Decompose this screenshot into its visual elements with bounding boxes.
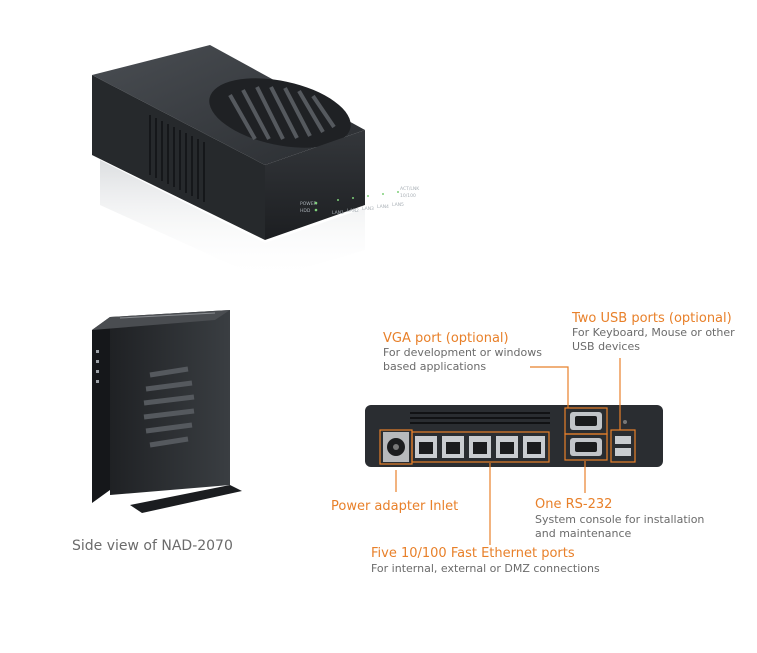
led-label-power: POWER	[300, 201, 317, 207]
led-label-act: ACT/LNK	[400, 186, 420, 192]
led-label-speed: 10/100	[400, 193, 416, 199]
device-side-image	[92, 310, 242, 513]
ethernet-callout-desc: For internal, external or DMZ connection…	[371, 562, 600, 575]
rs232-callout-title: One RS-232	[535, 497, 613, 512]
power-callout-title: Power adapter Inlet	[331, 499, 459, 514]
vga-callout-desc: For development or windows based applica…	[383, 346, 542, 373]
led-label-lan4: LAN4	[377, 204, 389, 210]
side-vent	[149, 115, 205, 202]
device-front-image	[92, 45, 365, 280]
rs232-callout-desc: System console for installation and main…	[535, 513, 705, 540]
led-label-hdd: HDD	[300, 208, 311, 214]
side-view-caption: Side view of NAD-2070	[72, 538, 233, 554]
side-vent	[143, 366, 195, 448]
top-vent	[209, 78, 351, 148]
led-label-lan3: LAN3	[362, 206, 374, 212]
rear-vent	[410, 412, 550, 424]
device-rear-image	[365, 405, 663, 467]
led-label-lan5: LAN5	[392, 202, 404, 208]
usb-callout-title: Two USB ports (optional)	[572, 311, 732, 326]
front-led-panel: POWER HDD LAN1 LAN2 LAN3 LAN4 LAN5 ACT/L…	[300, 186, 420, 216]
ethernet-callout-title: Five 10/100 Fast Ethernet ports	[371, 546, 575, 561]
vga-callout-title: VGA port (optional)	[383, 331, 509, 346]
led-label-lan1: LAN1	[332, 210, 344, 216]
usb-ports	[615, 436, 631, 456]
usb-callout-desc: For Keyboard, Mouse or other USB devices	[572, 326, 735, 353]
led-label-lan2: LAN2	[347, 208, 359, 214]
